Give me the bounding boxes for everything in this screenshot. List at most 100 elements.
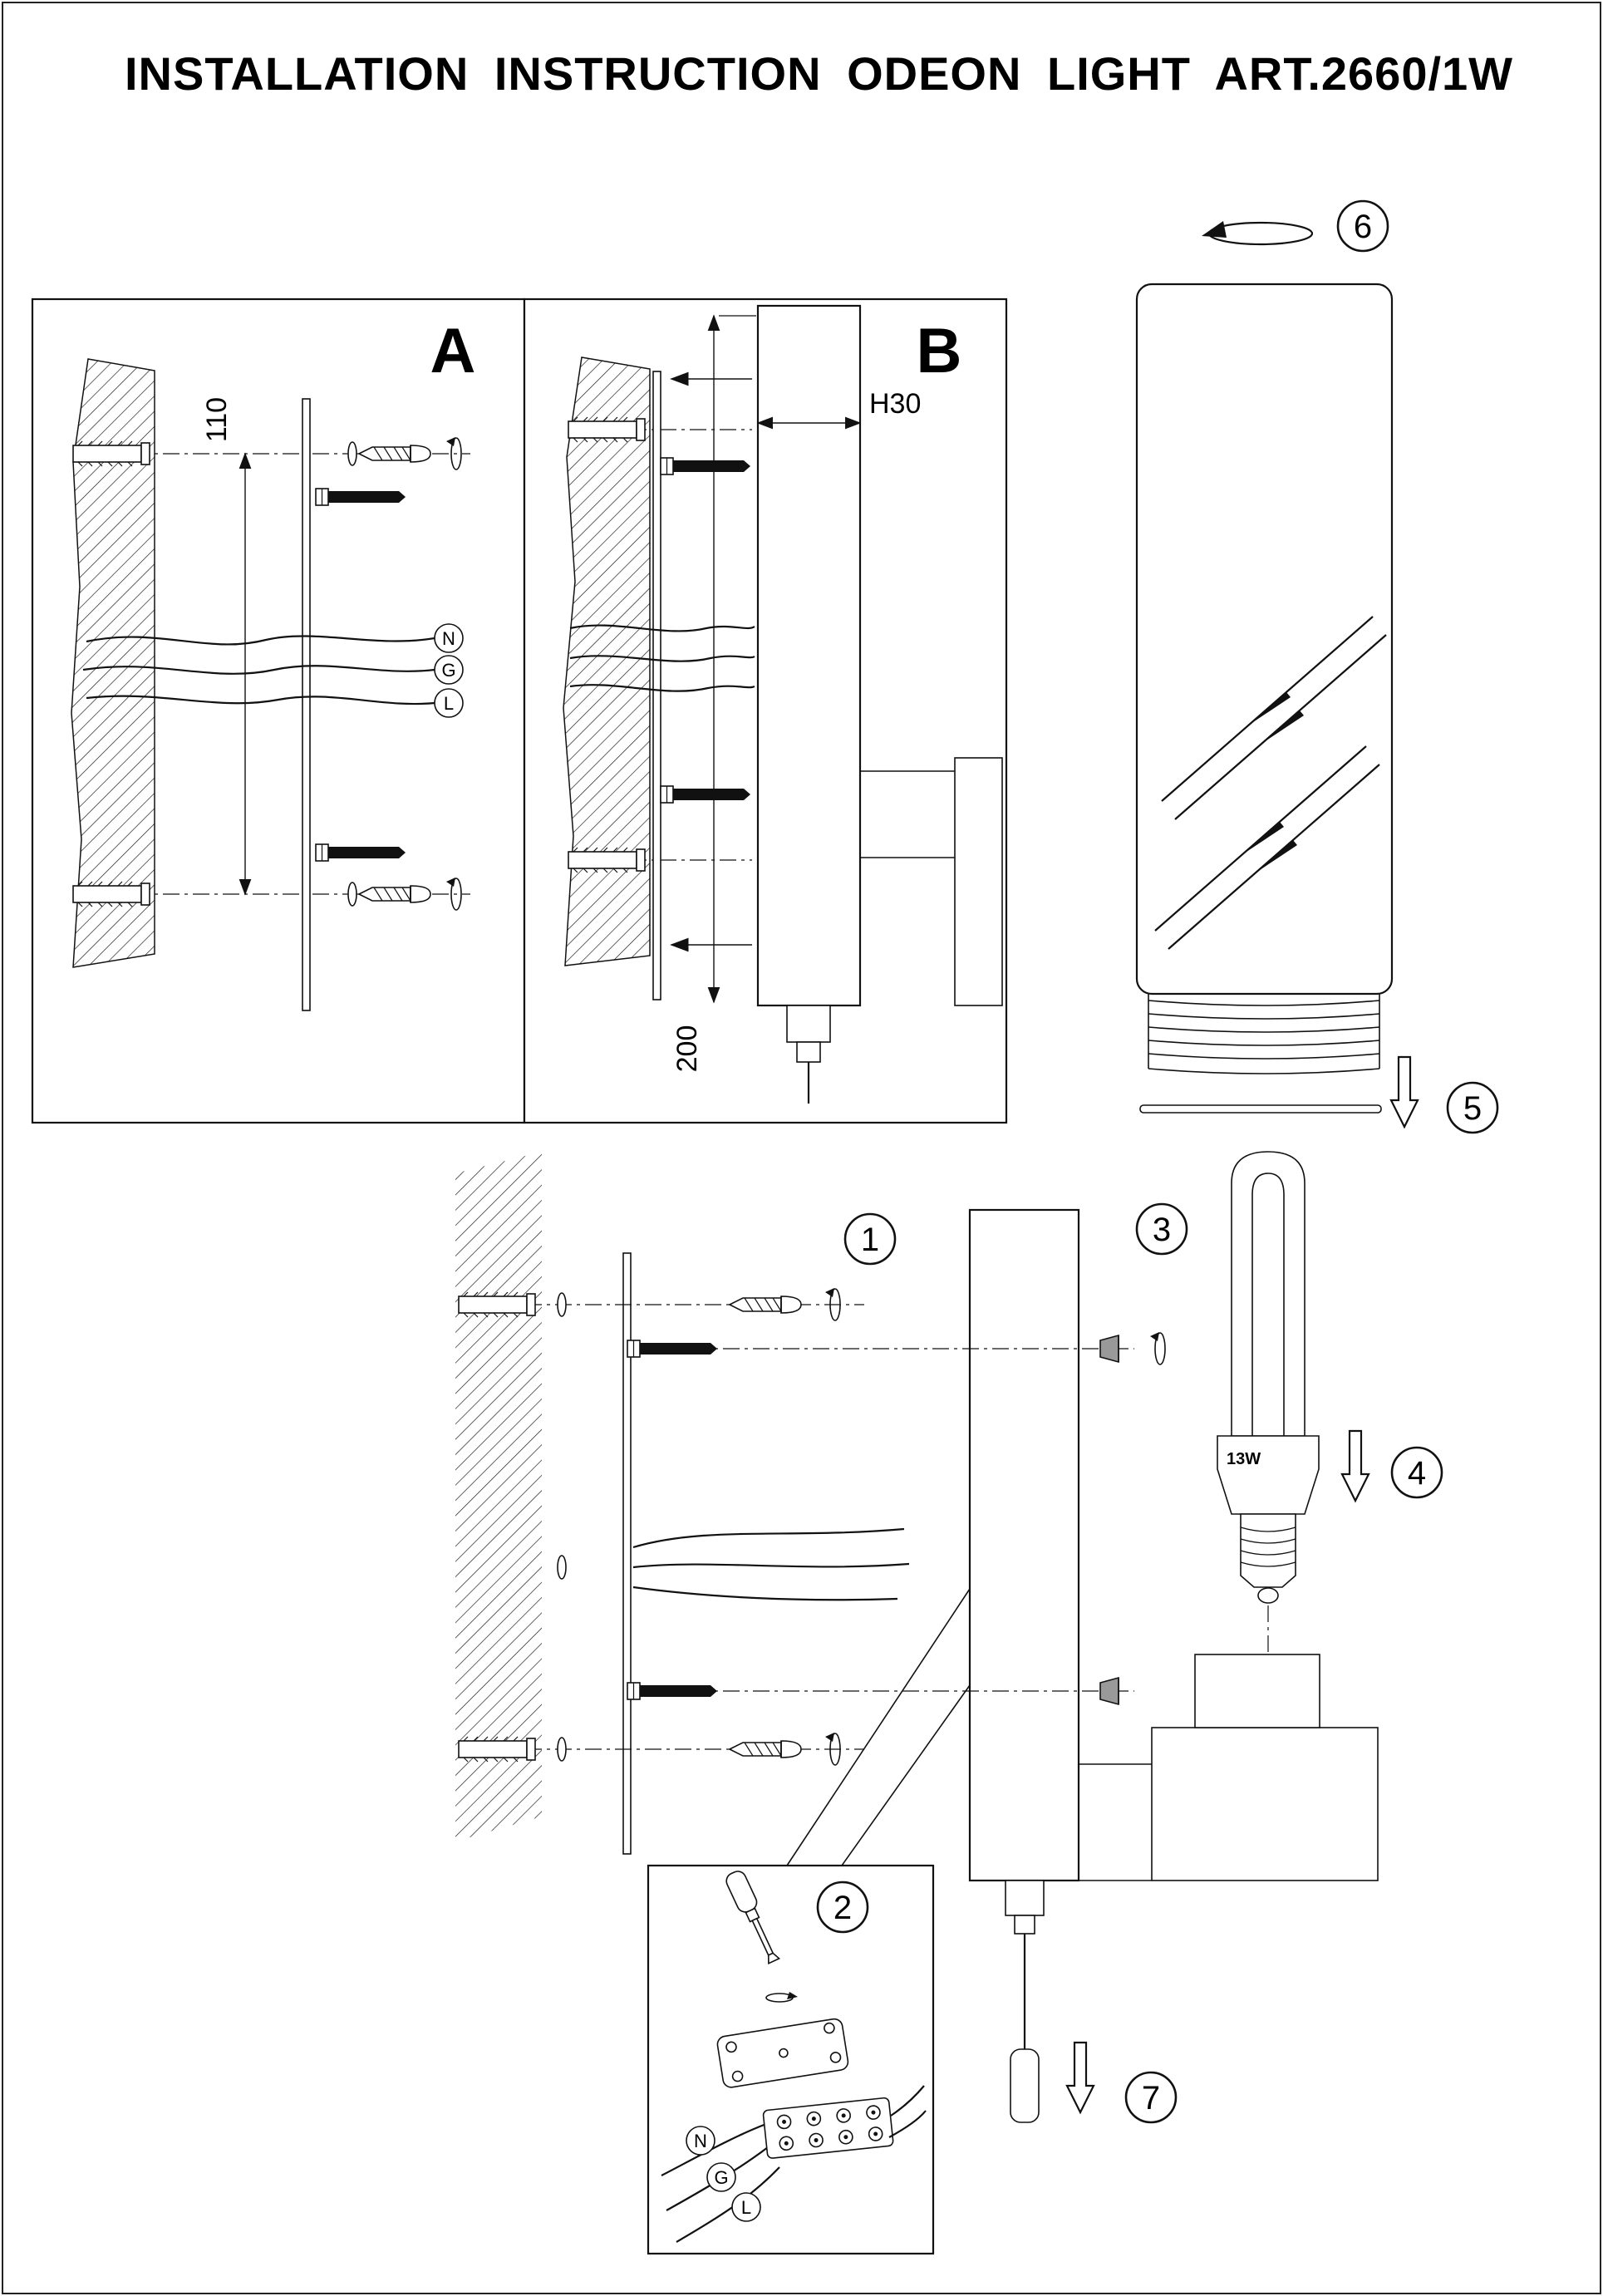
terminal-block [762,2097,894,2159]
wire [632,1586,898,1601]
cable-gland-nut [1014,1915,1035,1935]
wire [569,655,755,662]
cone-nut [1099,1335,1119,1363]
wire-label-g: G [714,2167,728,2188]
fixture-body-side [756,304,862,1007]
wire [888,2110,927,2138]
wire [86,635,435,646]
step-4-badge [1390,1446,1443,1499]
step-5-badge [1446,1081,1499,1134]
cone-nut [1099,1677,1119,1705]
wire-label-n-circle [434,623,464,653]
screwdriver-icon [725,1871,781,1965]
glass-shade [1135,283,1394,996]
shade-thread [1148,994,1380,1074]
wire [676,2166,780,2243]
bulb-contact [1257,1587,1279,1604]
cable-gland-nut [796,1041,821,1063]
fixing-bolt [627,1340,718,1358]
wire [82,665,435,675]
wire [86,695,435,706]
wire-label-n-circle [686,2126,715,2156]
step-2-badge [816,1881,869,1934]
wall-section [563,356,651,966]
step-1-number: 1 [861,1222,879,1258]
down-arrow-icon [1065,2041,1095,2114]
bulb-wattage: 13W [1227,1450,1261,1468]
dimension-h30: H30 [869,388,921,420]
dimension-110: 110 [201,397,233,442]
down-arrow-icon [1340,1429,1370,1502]
wire-label-l-circle [434,688,464,718]
rotation-icon [765,1992,798,2003]
wire-label-g-circle [706,2162,736,2192]
wire-label-g-circle [434,655,464,685]
step-7-number: 7 [1142,2080,1160,2117]
wall-section [71,358,155,968]
wire-label-l: L [741,2197,751,2218]
step-3-badge [1135,1202,1188,1256]
wire [632,1527,905,1549]
fixing-bolt [315,488,406,506]
step-3-number: 3 [1153,1212,1171,1248]
mounting-screw [358,445,431,463]
fixing-bolt [627,1682,718,1700]
wall-plug [72,881,150,907]
cable-gland [786,1005,831,1043]
panel-a: 110 N G L A [31,297,526,1124]
rotation-icon [1149,1331,1166,1365]
mounting-plate [622,1252,632,1855]
fixture-body [968,1208,1080,1882]
wall-section [455,1152,542,1841]
junction-box-inset: 2 N G L [647,1864,935,2255]
glass-shade-assembly: 6 5 [1135,199,1499,1134]
fixing-bolt [660,457,751,475]
bulb-screw-base [1240,1513,1296,1588]
wire [632,1562,910,1569]
wire-label-n: N [694,2131,707,2151]
wire [569,624,755,632]
wire-label-l-circle [731,2192,761,2222]
step-1-badge [843,1212,897,1266]
wire-label-n: N [442,628,455,649]
page-title: INSTALLATION INSTRUCTION ODEON LIGHT ART… [125,47,1513,100]
mounting-screw [729,1295,802,1314]
wall-plug [568,416,646,443]
fixing-bolt [315,843,406,862]
step-4-number: 4 [1408,1455,1426,1492]
wall-bracket-side [954,757,1003,1006]
pull-cord-weight [1010,2048,1040,2123]
wall-plug [458,1291,536,1318]
down-arrow-icon [1389,1055,1419,1128]
junction-cover-plate [716,2018,849,2088]
fluorescent-bulb: 13W [1217,1151,1320,1604]
panel-b: 200 H30 B [523,297,1008,1124]
panel-a-label: A [430,316,476,386]
fixing-bolt [660,785,751,804]
mounting-plate [302,398,311,1011]
wire-label-g: G [441,660,455,681]
dimension-200: 200 [671,1025,703,1073]
gasket-ring [1139,1104,1382,1114]
wall-plug [458,1736,536,1763]
step-2-number: 2 [833,1890,852,1926]
wall-plug [568,847,646,873]
wire [890,2085,925,2117]
lamp-socket [1194,1654,1320,1728]
wall-bracket [1151,1727,1379,1881]
wire [569,684,755,692]
wall-plug [72,440,150,467]
step-5-number: 5 [1463,1090,1482,1127]
main-assembly: 1 3 13W 4 7 [455,1151,1443,2124]
step-6-number: 6 [1354,209,1372,245]
mounting-screw [358,885,431,903]
mounting-plate [652,371,661,1001]
step-7-badge [1124,2071,1178,2124]
panel-b-label: B [917,316,962,386]
mounting-screw [729,1740,802,1758]
wire-label-l: L [444,693,454,714]
cable-gland [1005,1880,1045,1916]
